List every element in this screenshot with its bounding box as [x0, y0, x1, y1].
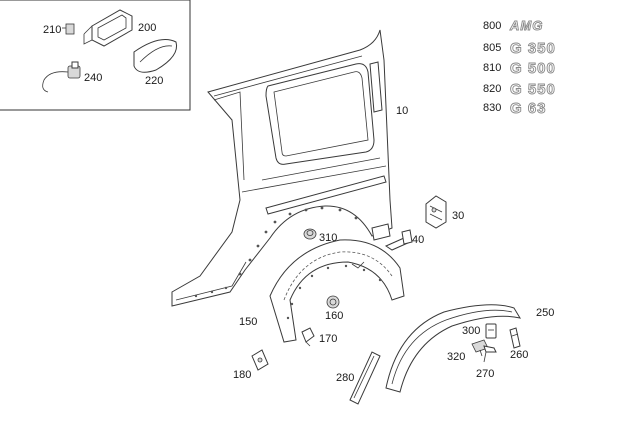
wheel-arch-liner[interactable] [269, 239, 405, 343]
label-270: 270 [476, 368, 494, 380]
badge-810-text: G 500 [510, 60, 556, 77]
label-250: 250 [536, 307, 554, 319]
filler-actuator[interactable] [42, 61, 81, 93]
clip-170[interactable] [301, 327, 315, 347]
badge-list: 800 AMG 805 G 350 810 G 500 820 G 550 83… [483, 18, 556, 118]
badge-800-text: AMG [509, 18, 543, 33]
label-170: 170 [319, 333, 337, 345]
badge-830-text: G 63 [510, 100, 547, 117]
badge-820-number: 820 [483, 83, 501, 95]
label-280: 280 [336, 372, 354, 384]
label-220: 220 [145, 75, 163, 87]
badge-830[interactable]: 830 G 63 [483, 100, 547, 118]
label-180: 180 [233, 369, 251, 381]
label-40: 40 [412, 234, 424, 246]
clip-260[interactable] [509, 327, 521, 349]
hinge-bracket[interactable] [425, 195, 447, 229]
badge-820[interactable]: 820 G 550 [483, 81, 556, 99]
clip-180[interactable] [251, 349, 269, 371]
fuel-filler-inset: 210 200 240 220 [0, 0, 191, 111]
badge-800-number: 800 [483, 20, 501, 32]
fuel-filler-housing[interactable] [83, 9, 133, 47]
badge-830-number: 830 [483, 102, 501, 114]
badge-805-text: G 350 [510, 40, 556, 57]
label-300: 300 [462, 325, 480, 337]
bumper-bracket[interactable] [384, 229, 413, 251]
label-30: 30 [452, 210, 464, 222]
grommet-160[interactable] [326, 295, 340, 309]
badge-810-number: 810 [483, 62, 501, 74]
label-310: 310 [319, 232, 337, 244]
screw-270[interactable] [483, 345, 497, 363]
label-320: 320 [447, 351, 465, 363]
label-210: 210 [43, 24, 61, 36]
label-160: 160 [325, 310, 343, 322]
badge-820-text: G 550 [510, 81, 556, 98]
wheel-arch-flare[interactable] [385, 304, 522, 393]
grommet-310[interactable] [303, 228, 317, 240]
trim-strip[interactable] [349, 351, 381, 405]
badge-805-number: 805 [483, 42, 501, 54]
badge-810[interactable]: 810 G 500 [483, 60, 556, 78]
filler-clip[interactable] [62, 23, 75, 35]
badge-800[interactable]: 800 AMG [483, 18, 543, 34]
fuel-flap[interactable] [133, 39, 178, 73]
badge-805[interactable]: 805 G 350 [483, 40, 556, 58]
label-240: 240 [84, 72, 102, 84]
clip-300[interactable] [485, 323, 497, 339]
label-10: 10 [396, 105, 408, 117]
label-200: 200 [138, 22, 156, 34]
label-150: 150 [239, 316, 257, 328]
label-260: 260 [510, 349, 528, 361]
rear-side-panel[interactable] [171, 29, 393, 307]
